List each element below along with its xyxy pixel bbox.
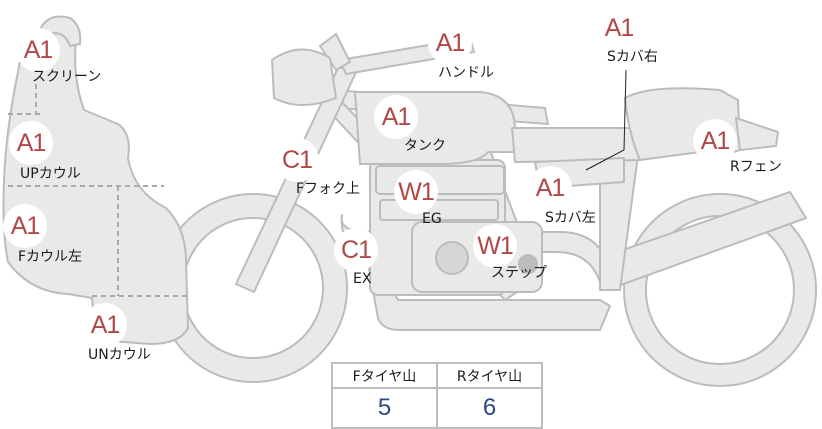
grade-badge-handle: A1 [428, 21, 472, 65]
grade-badge-ex: C1 [334, 228, 378, 272]
grade-badge-tank: A1 [374, 95, 418, 139]
windscreen-top [39, 15, 82, 47]
headlight [271, 48, 337, 106]
footpeg [518, 254, 538, 274]
grade-badge-r-fender: A1 [693, 119, 737, 163]
grade-badge-s-cover-right: A1 [597, 6, 641, 50]
part-label-handle: ハンドル [438, 65, 494, 81]
rear-fender [735, 117, 779, 151]
tire-tread-value-row: 5 6 [331, 387, 543, 429]
grade-badge-f-fork-upper: C1 [275, 138, 319, 182]
part-label-un-cowl: UNカウル [88, 347, 151, 363]
exhaust-lower [361, 229, 611, 331]
part-label-step: ステップ [491, 265, 547, 281]
grade-badge-s-cover-left: A1 [528, 166, 572, 210]
part-label-r-fender: Rフェン [730, 159, 782, 175]
tire-tread-header-row: Fタイヤ山 Rタイヤ山 [331, 362, 543, 389]
rear-tire-label: Rタイヤ山 [436, 362, 543, 389]
grade-badge-eg: W1 [394, 170, 438, 214]
part-label-ex: EX [353, 271, 372, 287]
grade-badge-step: W1 [473, 224, 517, 268]
front-tire-label: Fタイヤ山 [331, 362, 438, 389]
engine-cover [435, 241, 469, 275]
part-label-s-cover-left: Sカバ左 [545, 210, 596, 226]
grade-badge-f-cowl-left: A1 [3, 204, 47, 248]
front-tire-value: 5 [331, 387, 438, 429]
callout-line [585, 69, 627, 171]
part-label-screen: スクリーン [32, 69, 102, 85]
rear-tire-value: 6 [436, 387, 543, 429]
part-label-tank: タンク [404, 138, 446, 154]
part-label-s-cover-right: Sカバ右 [607, 49, 658, 65]
tire-tread-table: Fタイヤ山 Rタイヤ山 5 6 [331, 362, 543, 429]
part-label-f-cowl-left: Fカウル左 [18, 249, 83, 265]
part-label-eg: EG [422, 211, 442, 227]
grade-badge-up-cowl: A1 [9, 121, 53, 165]
grade-badge-un-cowl: A1 [83, 303, 127, 347]
part-label-f-fork-upper: Fフォク上 [296, 181, 361, 197]
part-label-up-cowl: UPカウル [20, 166, 81, 182]
grade-badge-screen: A1 [16, 28, 60, 72]
seat [511, 127, 649, 163]
